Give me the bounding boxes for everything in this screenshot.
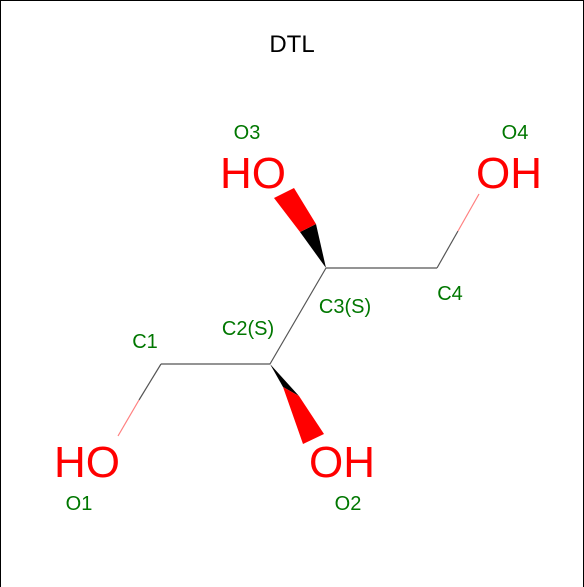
bond-c2-c3 — [269, 267, 327, 365]
wedge-bond-c3-o3 — [274, 188, 326, 268]
atom-label-c2: C2(S) — [222, 318, 274, 340]
atom-label-c4: C4 — [437, 283, 463, 305]
atom-label-c3: C3(S) — [319, 296, 371, 318]
hydroxyl-o2: OH — [309, 438, 375, 487]
atom-label-o3: O3 — [234, 122, 261, 144]
molecule-title: DTL — [269, 31, 314, 58]
bond-c4-o4 — [436, 230, 459, 269]
atom-label-c1: C1 — [132, 331, 158, 353]
bond-c4-o4-red — [457, 193, 480, 232]
hydroxyl-o1: HO — [54, 438, 120, 487]
bond-o1-c1 — [138, 363, 162, 401]
atom-label-o2: O2 — [335, 493, 362, 515]
hydroxyl-o3: HO — [220, 149, 286, 198]
bond-o1-c1-red — [117, 399, 140, 437]
atom-label-o1: O1 — [66, 493, 93, 515]
hydroxyl-o4: OH — [476, 149, 542, 198]
wedge-bond-c2-o2 — [270, 364, 324, 444]
bond-group — [117, 193, 480, 437]
atom-label-o4: O4 — [502, 122, 529, 144]
